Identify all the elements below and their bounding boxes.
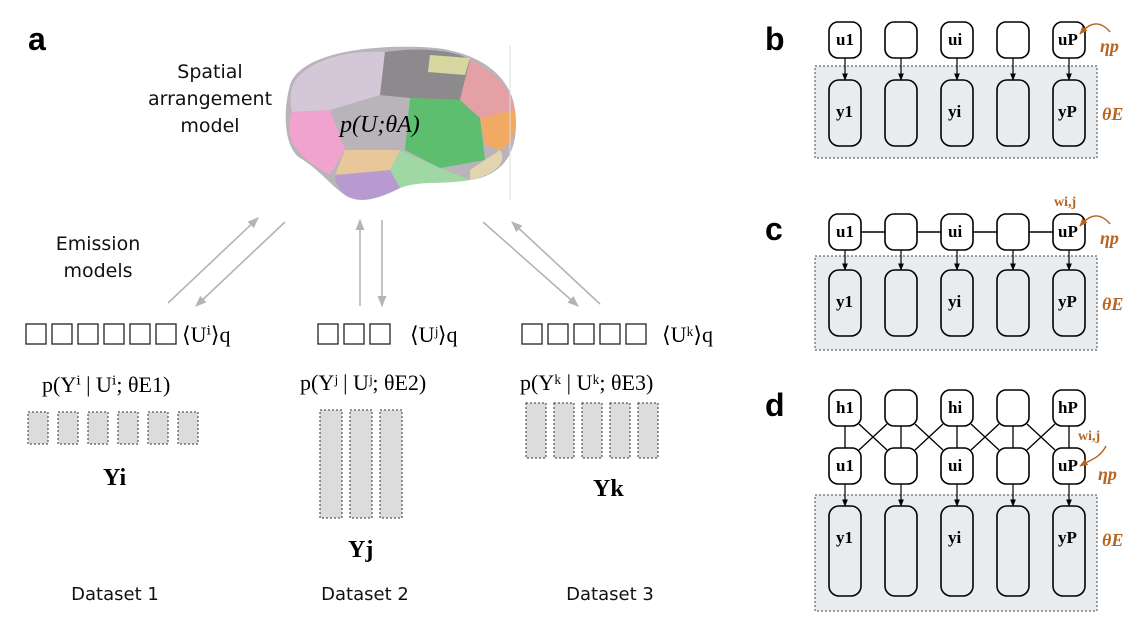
dataset-2-group: ⟨Uʲ⟩q p(Yʲ | Uʲ; θE2) Yj Dataset 2 [300, 322, 457, 605]
panel-d: d h1 hi hP [765, 387, 1123, 612]
emission-formula-2: p(Yʲ | Uʲ; θE2) [300, 370, 426, 395]
eta-arrow-c [1079, 215, 1111, 227]
node-y1-d: y1 [836, 528, 853, 547]
data-bars-1 [27, 411, 199, 445]
node-y1-c: y1 [836, 292, 853, 311]
weight-label-c: wi,j [1054, 195, 1076, 210]
latent-nodes-c: u1 ui uP [828, 213, 1086, 251]
node-up-d: uP [1058, 456, 1078, 475]
arrow-dataset3-up [511, 221, 601, 305]
arrow-dataset1-down [195, 221, 286, 307]
node-ui-d: ui [948, 456, 962, 475]
emission-label-line2: models [63, 260, 132, 282]
arrangement-label-line2: arrangement [148, 88, 272, 110]
observed-nodes-d: y1 yi yP [828, 505, 1086, 597]
node-ui-c: ui [948, 222, 962, 241]
theta-e-label-c: θE [1102, 294, 1123, 314]
data-bars-3 [525, 402, 659, 459]
panel-c: c u1 ui uP [765, 195, 1123, 351]
expectation-3: ⟨Uᵏ⟩q [662, 322, 713, 347]
data-symbol-1: Yi [103, 465, 126, 491]
dataset-label-3: Dataset 3 [566, 584, 654, 605]
node-up-b: uP [1058, 30, 1078, 49]
eta-label-b: ηp [1100, 36, 1119, 56]
node-y1-b: y1 [836, 102, 853, 121]
data-bars-2 [319, 409, 403, 519]
emission-formula-1: p(Yⁱ | Uⁱ; θE1) [42, 372, 170, 397]
dataset-label-1: Dataset 1 [71, 584, 159, 605]
emission-formula-3: p(Yᵏ | Uᵏ; θE3) [520, 370, 653, 395]
observed-nodes-b: y1 yi yP [828, 79, 1086, 147]
expectation-1: ⟨Uⁱ⟩q [182, 322, 230, 347]
eta-arrow-d [1079, 445, 1107, 467]
node-u1-d: u1 [836, 456, 854, 475]
eta-arrow-b [1079, 23, 1111, 35]
eta-label-d: ηp [1098, 464, 1117, 484]
node-yp-d: yP [1058, 528, 1077, 547]
node-ui-b: ui [948, 30, 962, 49]
arrows-d [842, 484, 1072, 507]
brain-illustration: p(U;θA) [285, 46, 516, 200]
latent-nodes-d: u1 ui uP [828, 447, 1086, 485]
arrows-c [842, 250, 1072, 271]
arrow-dataset1-up [167, 217, 259, 304]
panel-letter-d: d [765, 387, 785, 423]
parcel-cells-3 [521, 323, 647, 345]
dataset-3-group: ⟨Uᵏ⟩q p(Yᵏ | Uᵏ; θE3) Yk Dataset 3 [520, 322, 713, 605]
theta-e-label-b: θE [1102, 104, 1123, 124]
arrows-b [842, 58, 1072, 81]
data-symbol-2: Yj [348, 537, 373, 563]
eta-label-c: ηp [1100, 228, 1119, 248]
hidden-edges-d [844, 423, 1070, 451]
observed-nodes-c: y1 yi yP [828, 269, 1086, 337]
dataset-1-group: ⟨Uⁱ⟩q p(Yⁱ | Uⁱ; θE1) Yi Dataset 1 [25, 322, 230, 605]
arrangement-formula: p(U;θA) [338, 112, 420, 138]
arrangement-label-line1: Spatial [177, 61, 242, 83]
weight-label-d: wi,j [1078, 429, 1100, 444]
parcel-cells-1 [25, 323, 177, 345]
arrow-dataset3-down [482, 221, 579, 307]
panel-letter-c: c [765, 211, 783, 247]
node-yp-c: yP [1058, 292, 1077, 311]
theta-e-label-d: θE [1102, 530, 1123, 550]
node-u1-c: u1 [836, 222, 854, 241]
panel-letter-a: a [28, 21, 46, 57]
node-yi-b: yi [948, 102, 962, 121]
node-yi-d: yi [948, 528, 962, 547]
parcel-cells-2 [317, 323, 391, 345]
panel-letter-b: b [765, 21, 785, 57]
node-hi-d: hi [948, 398, 962, 417]
node-h1-d: h1 [836, 398, 854, 417]
latent-nodes-b: u1 ui uP [828, 21, 1086, 59]
node-yp-b: yP [1058, 102, 1077, 121]
data-symbol-3: Yk [593, 476, 624, 502]
panel-a: a Spatial arrangement model p(U;θA) Emis… [25, 21, 713, 605]
node-yi-c: yi [948, 292, 962, 311]
expectation-2: ⟨Uʲ⟩q [410, 322, 457, 347]
node-hp-d: hP [1058, 398, 1078, 417]
node-up-c: uP [1058, 222, 1078, 241]
node-u1-b: u1 [836, 30, 854, 49]
hidden-nodes-d: h1 hi hP [828, 389, 1086, 427]
panel-b: b u1 ui uP y1 yi yP [765, 21, 1123, 159]
emission-label-line1: Emission [56, 233, 141, 255]
arrangement-label-line3: model [180, 115, 239, 137]
dataset-label-2: Dataset 2 [321, 584, 409, 605]
